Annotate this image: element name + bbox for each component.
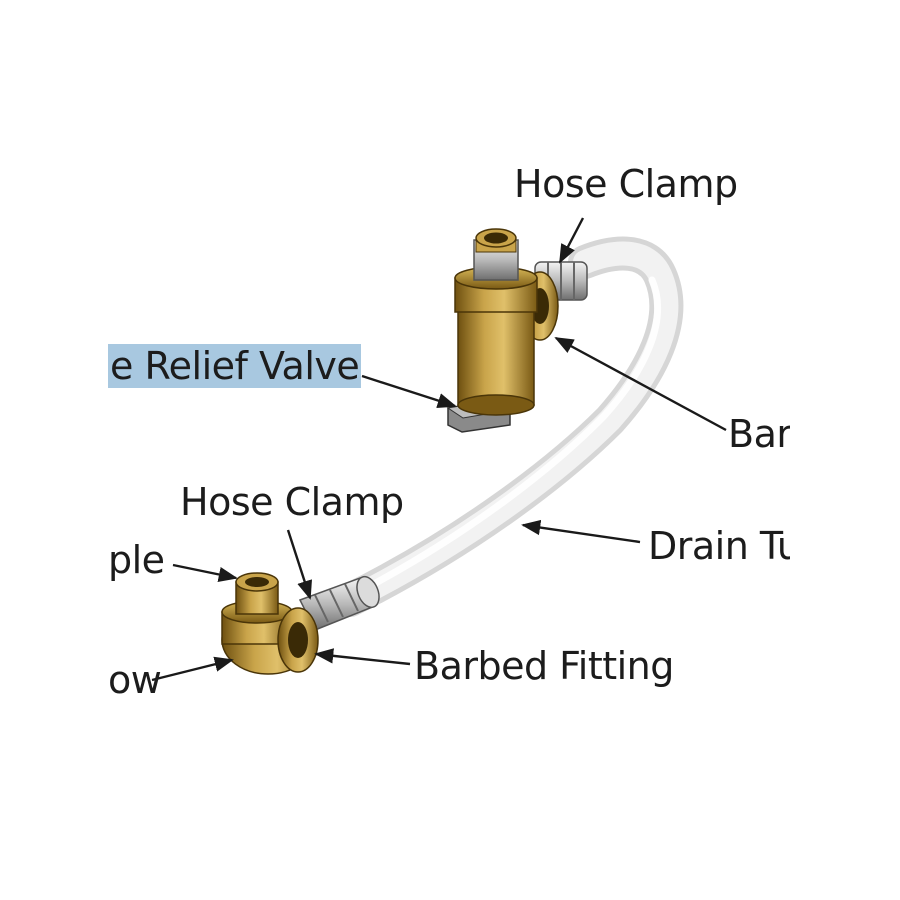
arrow-hose-clamp-top [558,217,585,264]
arrow-relief-valve [361,374,457,409]
relief-valve [446,228,588,433]
label-elbow: ow [108,658,162,702]
label-relief-valve: e Relief Valve [108,344,362,388]
label-barbed-fitting: Barbed Fitting [414,644,674,688]
arrow-elbow [151,656,234,682]
label-barbed-top: Bar [728,412,790,456]
label-hose-clamp-top: Hose Clamp [514,162,738,206]
arrow-barbed-fitting [314,648,411,666]
arrow-hose-clamp-bottom [286,529,312,600]
label-nipple: ple [108,538,165,582]
label-hose-clamp-bottom: Hose Clamp [180,480,404,524]
label-drain-tube: Drain Tu [648,524,790,568]
label-relief-valve-text: e Relief Valve [108,344,362,388]
drain-tube [333,236,684,617]
elbow-assembly [221,572,380,675]
leader-lines [151,217,727,682]
arrow-nipple [172,563,238,583]
arrow-barbed-top [554,336,727,432]
arrow-drain-tube [521,519,641,544]
